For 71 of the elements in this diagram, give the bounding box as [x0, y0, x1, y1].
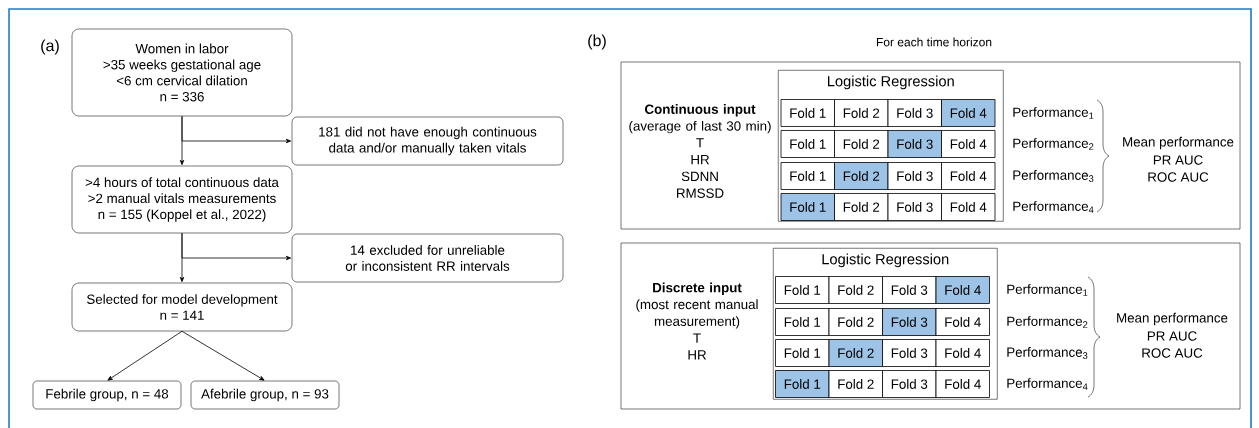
- fold-cell: Fold 3: [882, 308, 937, 336]
- process-box: >4 hours of total continuous data >2 manual vitals measurements n = 155 (Koppel et al., 2022): [71, 165, 293, 234]
- fold-cell: Fold 4: [935, 339, 990, 367]
- summary-text: Mean performance: [1117, 312, 1228, 326]
- arrow: [107, 330, 183, 381]
- heading: For each time horizon: [876, 37, 992, 47]
- performance-label: Performance$_{3}$: [1013, 170, 1094, 182]
- process-box: Selected for model development n = 141: [71, 282, 293, 332]
- node-label: HR: [691, 154, 710, 165]
- fold-cell: Fold 2: [834, 99, 889, 127]
- fold-cell: Fold 1: [780, 162, 835, 190]
- panel-label: (b): [588, 34, 606, 50]
- fold-cell: Fold 1: [780, 130, 835, 158]
- fold-cell: Fold 1: [775, 370, 830, 398]
- performance-label: Performance$_{2}$: [1013, 138, 1094, 150]
- fold-cell: Fold 2: [834, 130, 889, 158]
- fold-cell: Fold 1: [775, 276, 830, 304]
- node-label: SDNN: [681, 171, 718, 182]
- performance-label: Performance$_{4}$: [1007, 378, 1088, 390]
- fold-cell: Fold 2: [834, 162, 889, 190]
- fold-cell: Fold 4: [941, 193, 996, 221]
- node-label: Continuous input: [645, 104, 756, 117]
- fold-cell: Fold 4: [935, 370, 990, 398]
- input-description: Continuous input (average of last 30 min) T HR SDNN RMSSD: [629, 104, 771, 198]
- input-description: Discrete input (most recent manual measurement) T HR: [636, 282, 758, 360]
- fold-cell: Fold 1: [775, 308, 830, 336]
- node-label: RMSSD: [677, 188, 724, 198]
- fold-cell: Fold 1: [780, 193, 835, 221]
- fold-cell: Fold 2: [834, 193, 889, 221]
- node-label: T: [696, 138, 704, 148]
- fold-cell: Fold 3: [882, 370, 937, 398]
- fold-cell: Fold 4: [941, 99, 996, 127]
- node-label: (most recent manual measurement): [636, 299, 758, 329]
- arrow: [181, 330, 265, 381]
- performance-label: Performance$_{1}$: [1013, 107, 1094, 119]
- fold-cell: Fold 2: [828, 276, 883, 304]
- exclusion-box: 181 did not have enough continuous data and/or manually taken vitals: [291, 116, 564, 166]
- fold-cell: Fold 3: [882, 339, 937, 367]
- group-box: Afebrile group, n = 93: [190, 380, 340, 410]
- performance-label: Performance$_{3}$: [1007, 347, 1088, 359]
- summary-text: Mean performance: [1123, 136, 1234, 150]
- group-box: Febrile group, n = 48: [32, 380, 182, 410]
- fold-cell: Fold 3: [887, 193, 942, 221]
- exclusion-box: 14 excluded for unreliable or inconsistent RR intervals: [291, 233, 564, 283]
- summary-text: PR AUC: [1147, 331, 1197, 341]
- summary-text: ROC AUC: [1148, 172, 1209, 182]
- summary-text: PR AUC: [1153, 155, 1203, 165]
- fold-cell: Fold 3: [882, 276, 937, 304]
- fold-cell: Fold 2: [828, 339, 883, 367]
- node-label: T: [693, 333, 701, 343]
- node-label: HR: [688, 350, 707, 360]
- fold-cell: Fold 4: [941, 162, 996, 190]
- fold-cell: Fold 2: [828, 308, 883, 336]
- performance-label: Performance$_{2}$: [1007, 316, 1088, 328]
- node-label: Discrete input: [653, 282, 742, 295]
- summary-text: ROC AUC: [1142, 348, 1203, 358]
- fold-cell: Fold 1: [775, 339, 830, 367]
- performance-label: Performance$_{4}$: [1013, 201, 1094, 213]
- fold-cell: Fold 1: [780, 99, 835, 127]
- fold-cell: Fold 2: [828, 370, 883, 398]
- fold-cell: Fold 3: [887, 162, 942, 190]
- node-label: (average of last 30 min): [629, 120, 771, 134]
- arrow: [181, 115, 292, 144]
- fold-cell: Fold 4: [935, 276, 990, 304]
- fold-cell: Fold 3: [887, 130, 942, 158]
- performance-label: Performance$_{1}$: [1007, 284, 1088, 296]
- fold-cell: Fold 3: [887, 99, 942, 127]
- fold-cell: Fold 4: [941, 130, 996, 158]
- arrow: [181, 232, 292, 261]
- process-box: Women in labor >35 weeks gestational age <6 cm cervical dilation n = 336: [71, 28, 293, 117]
- fold-cell: Fold 4: [935, 308, 990, 336]
